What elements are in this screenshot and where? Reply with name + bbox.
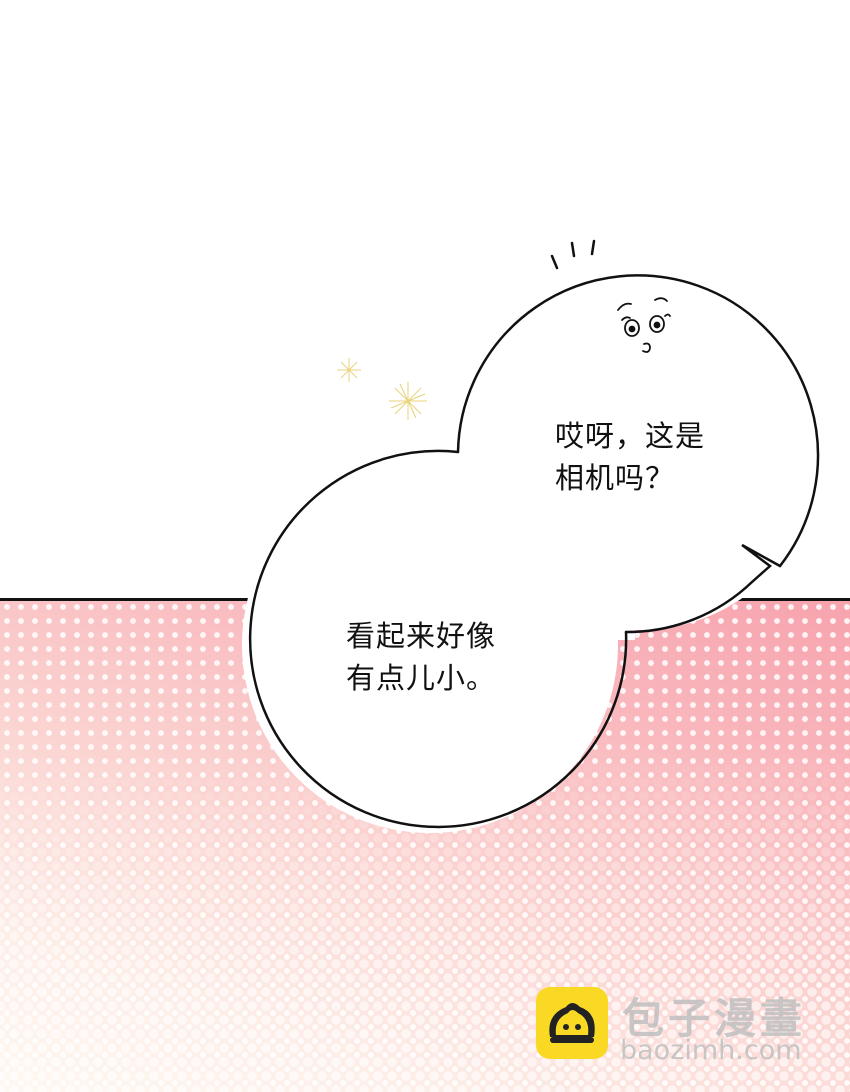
speech-text-lower: 看起来好像 有点儿小。	[346, 619, 497, 695]
sparkle-icon	[337, 358, 361, 382]
speech-text-upper: 哎呀，这是 相机吗？	[555, 419, 706, 495]
chibi-face-icon	[617, 297, 671, 353]
bubble-fill	[242, 270, 820, 833]
watermark-url: baozimh.com	[620, 1035, 802, 1066]
sparkle-large-icon	[389, 382, 427, 420]
bubble-outline	[248, 274, 820, 829]
bun-logo-icon	[536, 987, 608, 1059]
surprise-lines-icon	[550, 239, 596, 270]
watermark-title: 包子漫畫	[622, 994, 807, 1043]
watermark: 包子漫畫 baozimh.com	[536, 985, 836, 1066]
